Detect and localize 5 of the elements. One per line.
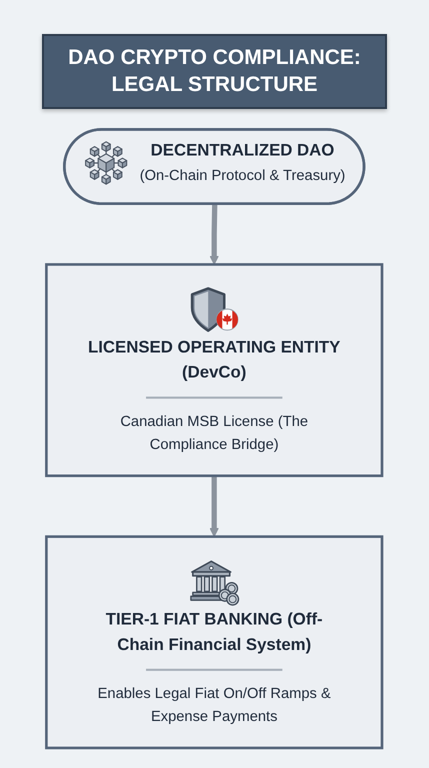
diagram-title: DAO CRYPTO COMPLIANCE: LEGAL STRUCTURE <box>42 34 387 109</box>
node-box: TIER-1 FIAT BANKING (Off-Chain Financial System) Enables Legal Fiat On/Off Ramps & Expense Payments <box>45 534 384 749</box>
arrow <box>210 475 220 537</box>
node-box: LICENSED OPERATING ENTITY (DevCo) Canadian MSB License (The Compliance Bridge) <box>45 262 384 477</box>
arrow <box>210 204 220 264</box>
